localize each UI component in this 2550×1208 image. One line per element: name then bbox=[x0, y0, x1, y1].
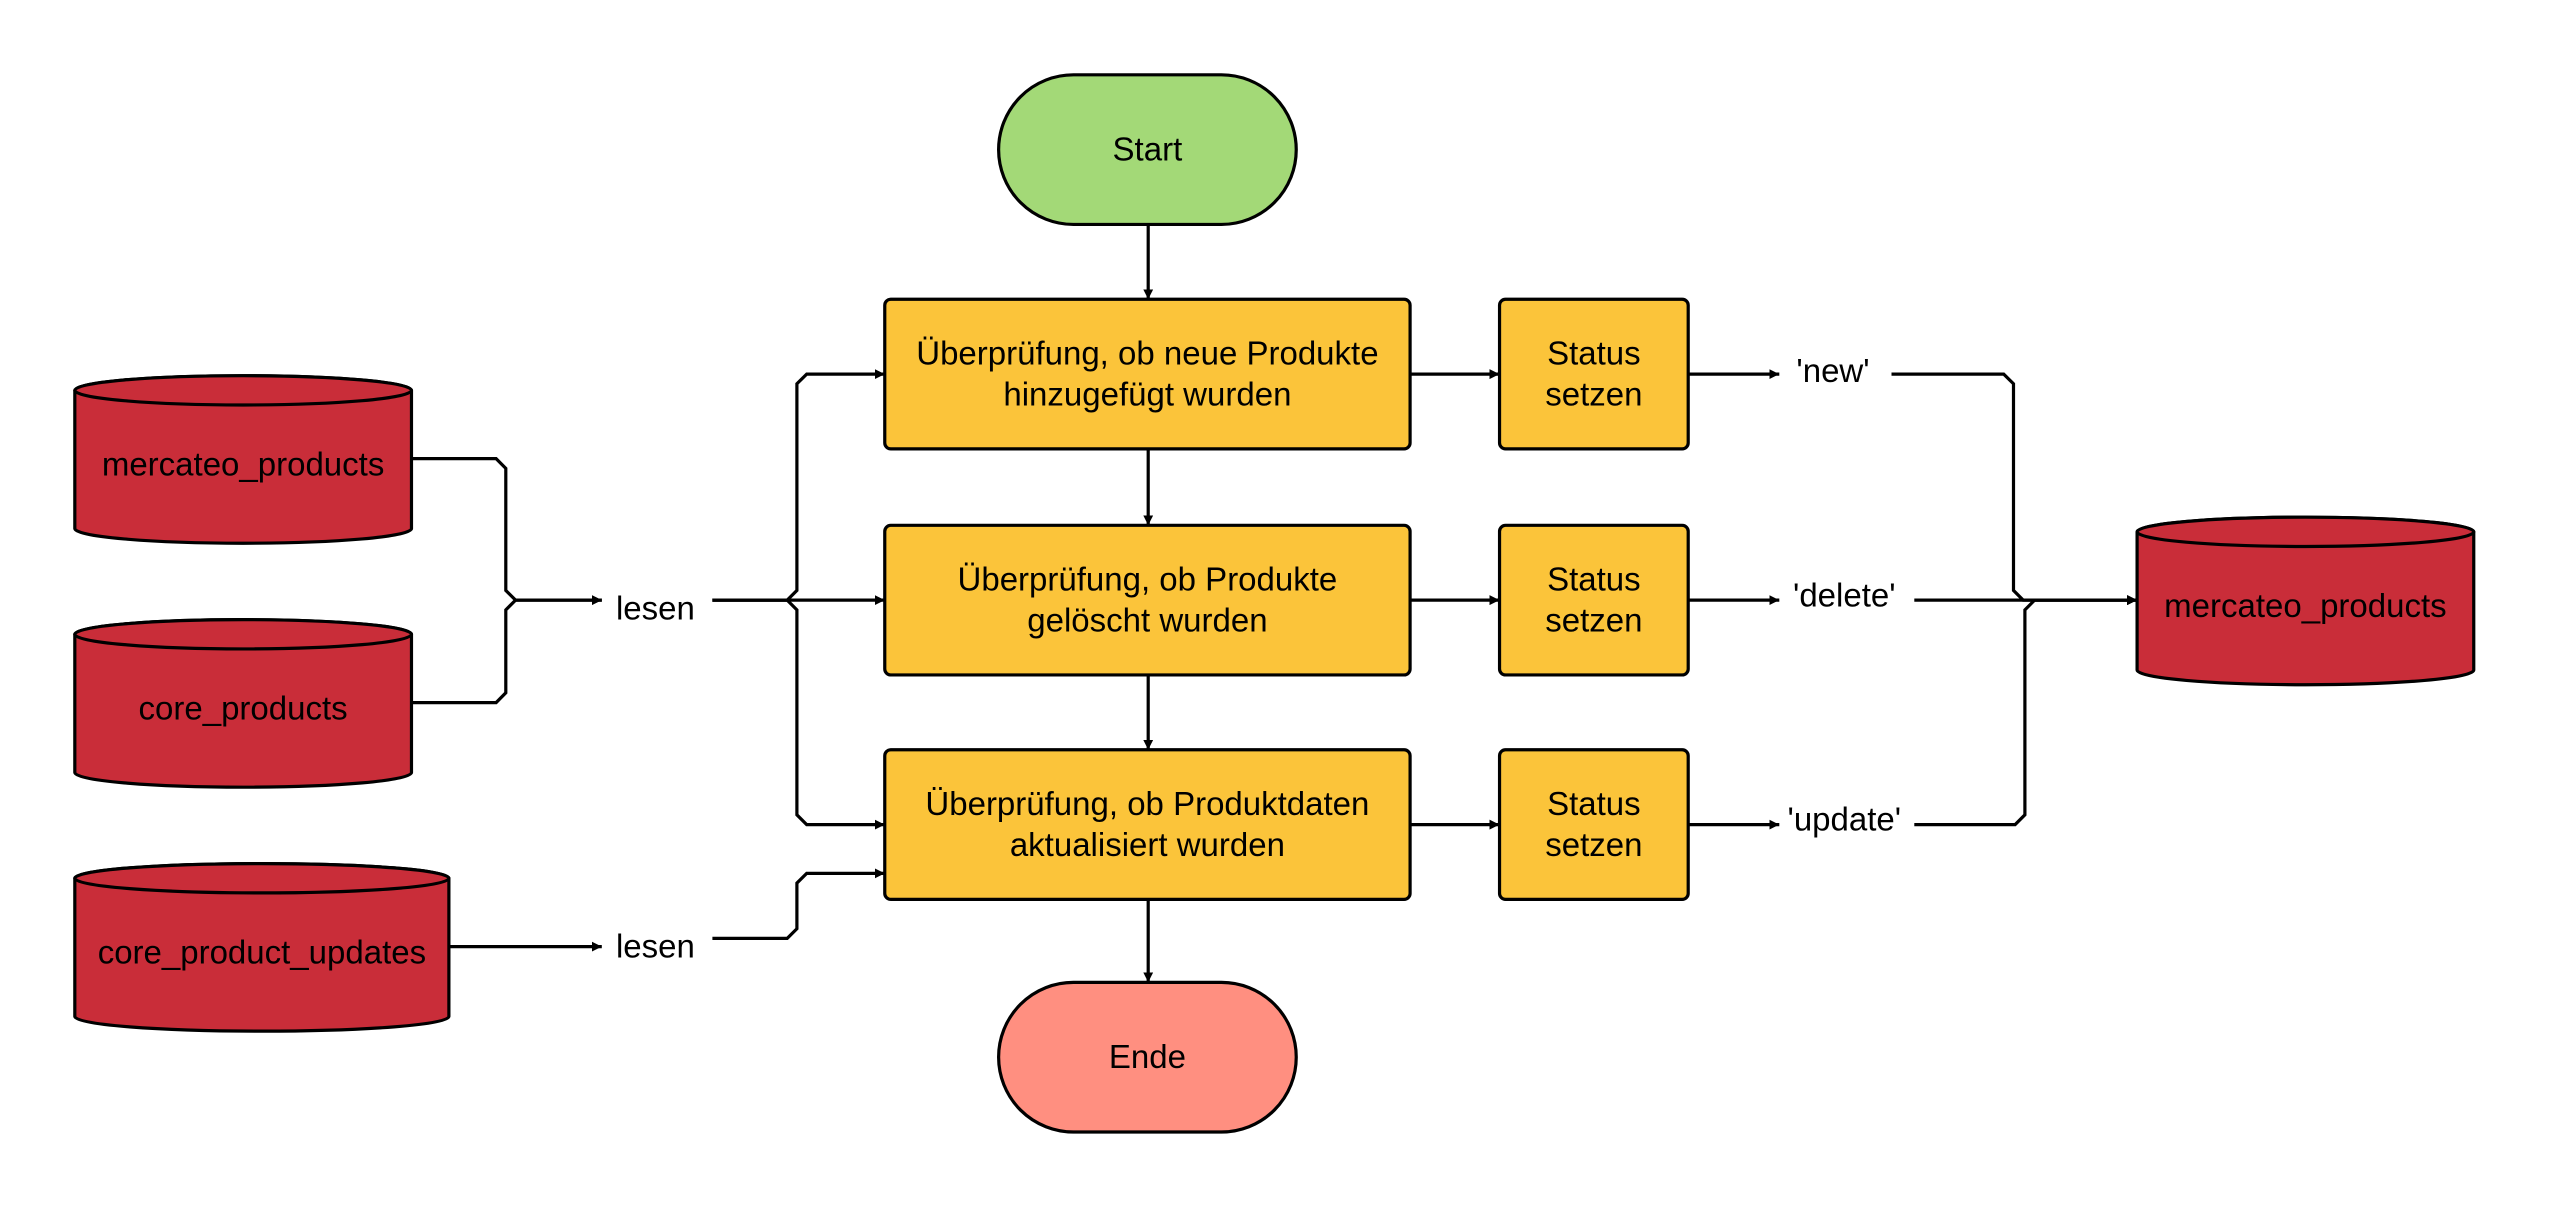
status-deleted-process: Status setzen bbox=[1497, 523, 1690, 677]
read-top-label: lesen bbox=[616, 589, 695, 626]
db-mercateo-in-cylinder-top bbox=[73, 374, 414, 407]
db-core-products-database: core_products bbox=[73, 618, 414, 789]
arrow-db-mercateo-in-to-read-top bbox=[411, 457, 602, 606]
status-new-value-label: 'new' bbox=[1796, 352, 1869, 389]
db-mercateo-out-cylinder-top bbox=[2135, 515, 2476, 549]
end-label: Ende bbox=[1109, 1038, 1186, 1075]
db-mercateo-out-database: mercateo_products bbox=[2135, 515, 2476, 687]
db-mercateo-in-label-line-1: mercateo_products bbox=[102, 446, 384, 483]
check-updated-shape bbox=[883, 748, 1412, 901]
status-deleted-label: Status setzen bbox=[1545, 561, 1642, 639]
status-new-label-line-1: Status bbox=[1547, 335, 1641, 372]
status-new-label: Status setzen bbox=[1545, 335, 1642, 413]
db-mercateo-out-label-line-1: mercateo_products bbox=[2164, 587, 2446, 624]
status-updated-value-label: 'update' bbox=[1788, 801, 1902, 838]
db-mercateo-in-database: mercateo_products bbox=[73, 374, 414, 545]
arrow-read-top-to-check-updated bbox=[712, 598, 885, 830]
check-deleted-process: Überprüfung, ob Produkte gelöscht wurden bbox=[883, 523, 1412, 677]
edge-labels: lesen lesen 'new' 'delete' 'update' bbox=[616, 352, 1901, 965]
status-deleted-label-line-2: setzen bbox=[1545, 602, 1642, 639]
check-updated-process: Überprüfung, ob Produktdaten aktualisiert… bbox=[883, 748, 1412, 901]
db-core-product-updates-label: core_product_updates bbox=[98, 933, 426, 970]
arrow-read-top-to-check-new bbox=[712, 369, 885, 602]
check-new-label-line-2: hinzugefügt wurden bbox=[1003, 376, 1291, 413]
arrow-status-new-value-to-db-mercateo-out bbox=[1891, 372, 2138, 606]
start-shape bbox=[997, 73, 1298, 227]
check-deleted-label: Überprüfung, ob Produkte gelöscht wurden bbox=[958, 561, 1338, 639]
start-label-line-1: Start bbox=[1113, 131, 1183, 168]
status-updated-label-line-2: setzen bbox=[1545, 826, 1642, 863]
start-label: Start bbox=[1113, 131, 1183, 168]
start-terminator: Start bbox=[997, 73, 1298, 227]
db-mercateo-out-label: mercateo_products bbox=[2164, 587, 2446, 624]
db-core-products-cylinder-top bbox=[73, 618, 414, 651]
status-deleted-value-label: 'delete' bbox=[1793, 576, 1896, 613]
end-label-line-1: Ende bbox=[1109, 1038, 1186, 1075]
status-updated-label-line-1: Status bbox=[1547, 785, 1641, 822]
check-updated-label-line-2: aktualisiert wurden bbox=[1010, 826, 1285, 863]
check-updated-label: Überprüfung, ob Produktdaten aktualisiert… bbox=[925, 785, 1369, 863]
arrow-db-core-products-to-read-top bbox=[411, 595, 602, 705]
status-deleted-label-line-1: Status bbox=[1547, 561, 1641, 598]
status-updated-shape bbox=[1497, 748, 1690, 901]
check-new-label-line-1: Überprüfung, ob neue Produkte bbox=[916, 335, 1378, 372]
db-core-product-updates-cylinder-top bbox=[73, 862, 451, 895]
arrow-read-bottom-to-check-updated bbox=[712, 868, 885, 940]
check-new-label: Überprüfung, ob neue Produkte hinzugefügt… bbox=[916, 335, 1378, 413]
end-terminator: Ende bbox=[997, 980, 1298, 1134]
db-core-product-updates-database: core_product_updates bbox=[73, 862, 451, 1033]
connectors bbox=[411, 224, 2138, 983]
check-updated-label-line-1: Überprüfung, ob Produktdaten bbox=[925, 785, 1369, 822]
status-new-shape bbox=[1497, 297, 1690, 451]
check-new-shape bbox=[883, 297, 1412, 451]
db-core-products-label: core_products bbox=[139, 689, 348, 726]
status-new-label-line-2: setzen bbox=[1545, 376, 1642, 413]
check-deleted-shape bbox=[883, 523, 1412, 677]
status-updated-process: Status setzen bbox=[1497, 748, 1690, 901]
status-new-process: Status setzen bbox=[1497, 297, 1690, 451]
check-deleted-label-line-2: gelöscht wurden bbox=[1027, 602, 1267, 639]
end-shape bbox=[997, 980, 1298, 1134]
db-core-products-label-line-1: core_products bbox=[139, 689, 348, 726]
db-core-product-updates-label-line-1: core_product_updates bbox=[98, 933, 426, 970]
check-deleted-label-line-1: Überprüfung, ob Produkte bbox=[958, 561, 1338, 598]
check-new-process: Überprüfung, ob neue Produkte hinzugefügt… bbox=[883, 297, 1412, 451]
status-deleted-shape bbox=[1497, 523, 1690, 677]
status-updated-label: Status setzen bbox=[1545, 785, 1642, 863]
db-mercateo-in-label: mercateo_products bbox=[102, 446, 384, 483]
arrow-status-updated-value-to-db-mercateo-out bbox=[1914, 595, 2138, 827]
read-bottom-label: lesen bbox=[616, 928, 695, 965]
